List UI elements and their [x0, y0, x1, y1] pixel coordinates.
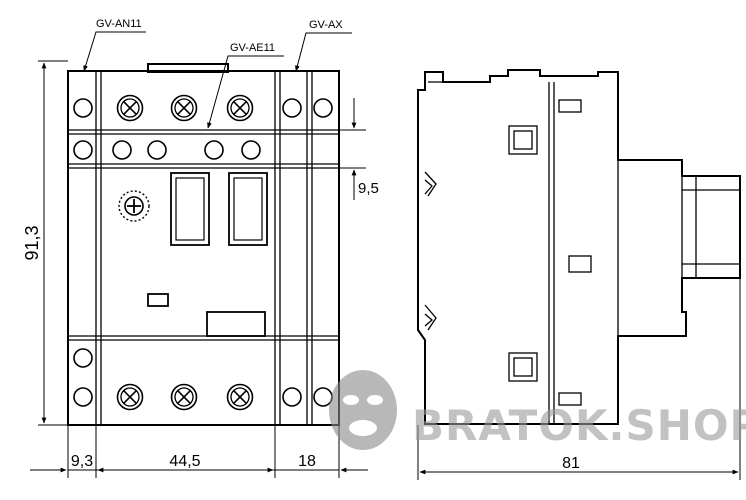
front-outline	[67, 70, 340, 426]
screw-icon	[226, 383, 254, 411]
front-internal-lines	[68, 71, 339, 425]
terminal-holes	[73, 98, 333, 407]
width-dimensions	[30, 425, 368, 478]
dim-height-total: 91,3	[22, 225, 42, 260]
dim-width-right: 18	[298, 453, 316, 470]
watermark-text: BRATOK.SHOP	[412, 401, 746, 450]
screw-terminals	[116, 94, 254, 411]
dim-small-gap: 9,5	[358, 180, 379, 197]
screw-icon	[170, 94, 198, 122]
front-view	[67, 63, 340, 426]
screw-icon	[170, 383, 198, 411]
watermark: BRATOK.SHOP	[329, 370, 746, 450]
adjustment-dial-icon	[118, 190, 150, 222]
dim-width-body: 44,5	[169, 453, 200, 470]
label-leaders	[83, 31, 352, 129]
side-internal-lines	[424, 81, 740, 424]
height-dimension	[38, 60, 68, 426]
gorilla-logo-icon	[329, 370, 397, 450]
label-gv-an11: GV-AN11	[96, 18, 142, 30]
dim-depth-side: 81	[562, 455, 580, 472]
screw-icon	[226, 94, 254, 122]
side-outline	[417, 69, 741, 425]
screw-icon	[116, 94, 144, 122]
side-view	[417, 69, 741, 425]
gap-dimension	[339, 98, 366, 200]
dim-width-left: 9,3	[71, 453, 93, 470]
depth-dimension	[417, 278, 741, 480]
label-gv-ae11: GV-AE11	[230, 42, 275, 54]
screw-icon	[116, 383, 144, 411]
indicator-windows	[147, 172, 268, 337]
label-gv-ax: GV-AX	[309, 19, 343, 31]
